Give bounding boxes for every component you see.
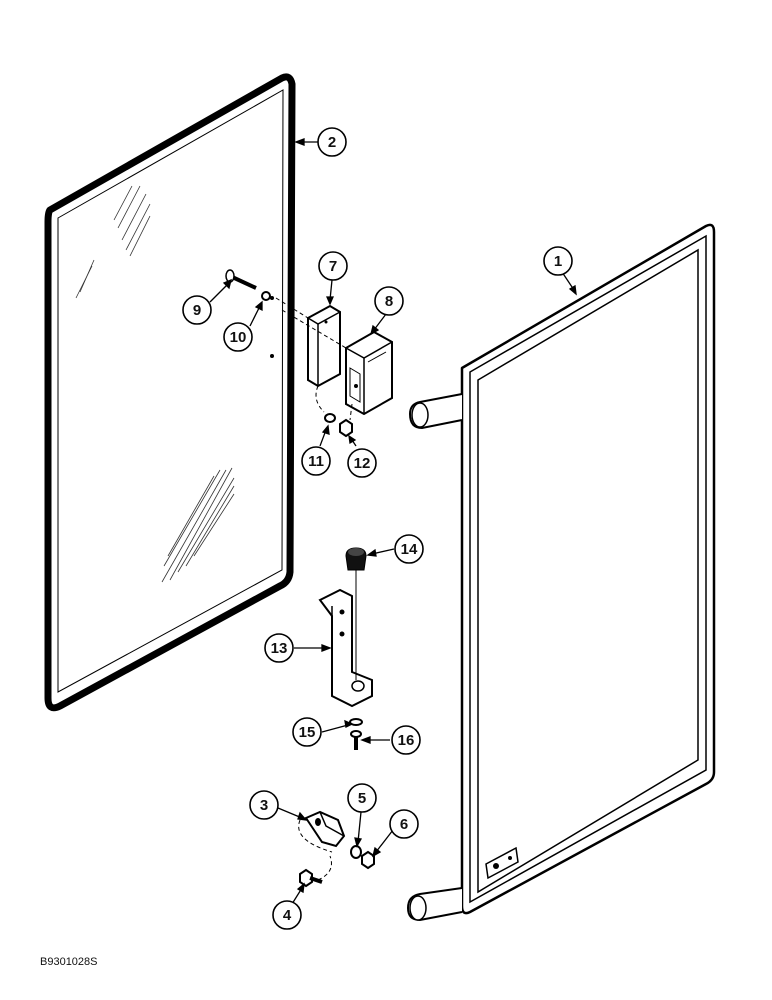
callout-16: 16 (391, 725, 421, 755)
nut-6 (361, 850, 375, 870)
hinge-bracket (318, 570, 373, 708)
svg-text:14: 14 (401, 541, 418, 558)
svg-text:7: 7 (329, 258, 337, 275)
svg-text:4: 4 (283, 907, 292, 924)
rubber-bumper (345, 547, 367, 571)
callout-13: 13 (264, 633, 294, 663)
bolt-16 (350, 730, 362, 750)
svg-text:10: 10 (230, 329, 247, 346)
bolt-4 (299, 868, 323, 888)
svg-text:6: 6 (400, 816, 408, 833)
svg-text:5: 5 (358, 790, 366, 807)
callout-8: 8 (374, 286, 404, 316)
callout-5: 5 (347, 783, 377, 813)
svg-text:8: 8 (385, 293, 393, 310)
callout-3: 3 (249, 790, 279, 820)
nut-10 (261, 291, 271, 301)
washer-15 (349, 718, 363, 726)
figure-code: B9301028S (40, 956, 98, 968)
spacer-block (307, 304, 341, 388)
washer-11 (324, 413, 336, 423)
lower-latch-bracket (304, 810, 346, 848)
door-frame (406, 223, 716, 922)
callout-7: 7 (318, 251, 348, 281)
callouts: 1 2 3 4 5 6 7 8 9 10 11 12 13 14 15 16 (182, 127, 573, 930)
callout-1: 1 (543, 246, 573, 276)
glass-panel (44, 73, 296, 712)
washer-5 (350, 845, 362, 859)
callout-9: 9 (182, 295, 212, 325)
svg-text:16: 16 (398, 732, 415, 749)
svg-text:2: 2 (328, 134, 336, 151)
svg-text:3: 3 (260, 797, 268, 814)
glass-reflection-hatch (75, 185, 235, 583)
svg-text:1: 1 (554, 253, 562, 270)
svg-text:11: 11 (308, 453, 324, 470)
svg-text:9: 9 (193, 302, 201, 319)
callout-6: 6 (389, 809, 419, 839)
bolt-9 (225, 269, 257, 290)
svg-text:15: 15 (299, 724, 316, 741)
alignment-lines (275, 297, 353, 881)
svg-text:12: 12 (354, 455, 371, 472)
leader-lines (209, 138, 577, 905)
callout-4: 4 (272, 900, 302, 930)
callout-11: 11 (301, 446, 331, 476)
callout-15: 15 (292, 717, 322, 747)
svg-text:13: 13 (271, 640, 288, 657)
nut-12 (339, 418, 353, 438)
latch-housing (345, 330, 393, 416)
callout-14: 14 (394, 534, 424, 564)
callout-10: 10 (223, 322, 253, 352)
callout-2: 2 (317, 127, 347, 157)
callout-12: 12 (347, 448, 377, 478)
